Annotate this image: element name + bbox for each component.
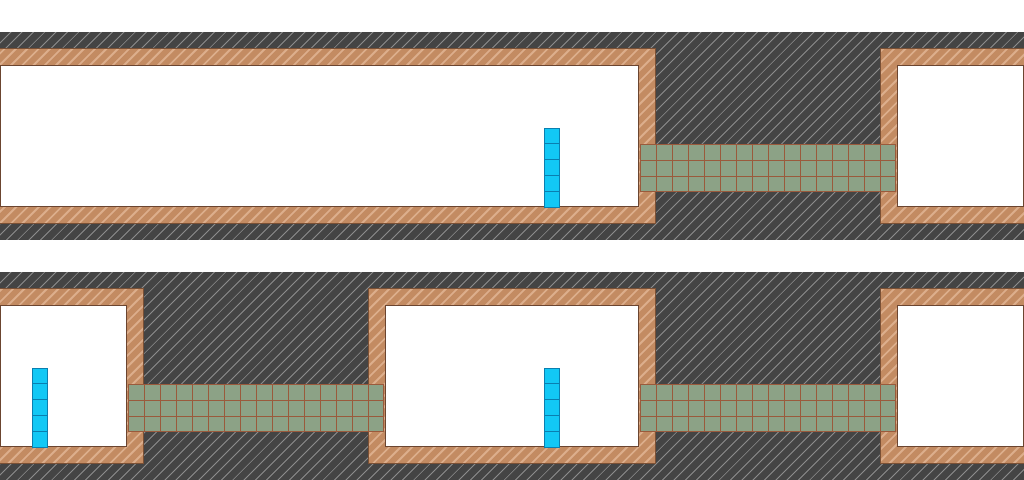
pillar-block	[544, 176, 560, 192]
room	[880, 288, 1024, 464]
room-floor	[897, 305, 1024, 447]
room-floor	[897, 65, 1024, 207]
cyan-pillar[interactable]	[544, 368, 560, 448]
pillar-block	[32, 384, 48, 400]
pillar-block	[544, 160, 560, 176]
corridor-strip-bottom	[0, 272, 1024, 480]
bridge-tiles	[640, 384, 896, 432]
pillar-block	[544, 384, 560, 400]
pillar-block	[544, 144, 560, 160]
pillar-block	[32, 368, 48, 384]
cyan-pillar[interactable]	[32, 368, 48, 448]
cyan-pillar[interactable]	[544, 128, 560, 208]
room-floor	[385, 305, 639, 447]
pillar-block	[32, 432, 48, 448]
pillar-block	[544, 192, 560, 208]
room-floor	[0, 65, 639, 207]
pillar-block	[544, 416, 560, 432]
pillar-block	[544, 432, 560, 448]
bridge-tiles	[640, 144, 896, 192]
pillar-block	[544, 368, 560, 384]
room	[0, 288, 144, 464]
pillar-block	[32, 416, 48, 432]
corridor-strip-top	[0, 32, 1024, 240]
room-floor	[0, 305, 127, 447]
pillar-block	[32, 400, 48, 416]
room	[880, 48, 1024, 224]
room	[368, 288, 656, 464]
pillar-block	[544, 128, 560, 144]
pillar-block	[544, 400, 560, 416]
bridge-tiles	[128, 384, 384, 432]
